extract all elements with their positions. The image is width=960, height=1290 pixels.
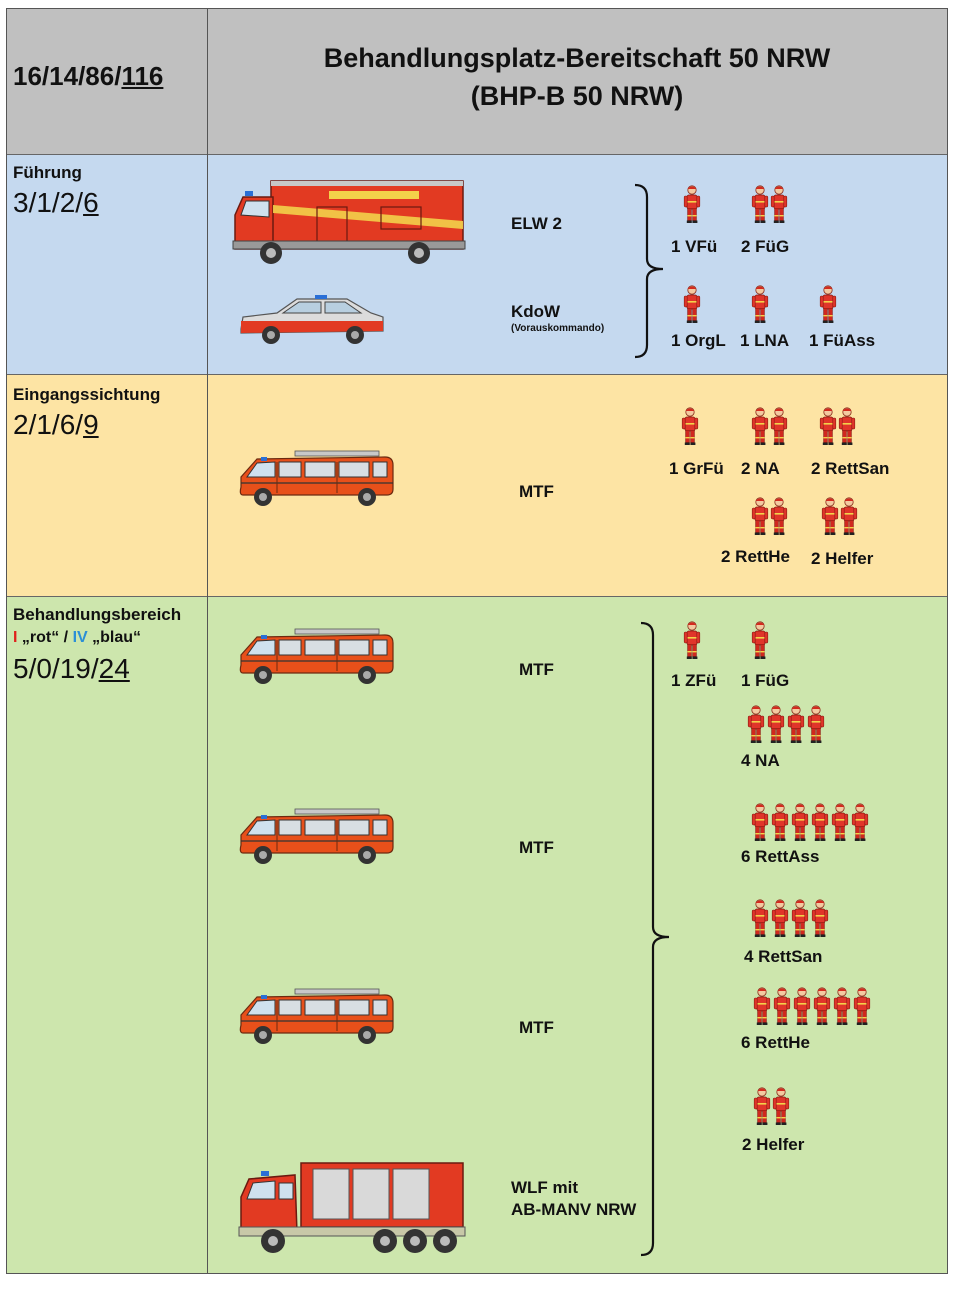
firefighter-icon xyxy=(751,621,769,661)
bhp-table: 16/14/86/116 Behandlungsplatz-Bereitscha… xyxy=(6,8,948,1274)
firefighter-icon xyxy=(751,185,789,225)
strength-code-total: 16/14/86/116 xyxy=(13,61,164,91)
vehicle-label-kdow: KdoW (Vorauskommando) xyxy=(511,302,605,334)
page-title: Behandlungsplatz-Bereitschaft 50 NRW (BH… xyxy=(323,43,831,111)
vehicle-label-elw: ELW 2 xyxy=(511,214,563,233)
section-title: Behandlungsbereich xyxy=(13,605,182,624)
personnel-label: 6 RettAss xyxy=(741,847,820,866)
firefighter-icon xyxy=(821,497,859,537)
bracket-icon xyxy=(637,621,677,1257)
firefighter-icon xyxy=(681,407,699,447)
firefighter-icon xyxy=(751,899,831,939)
firefighter-icon xyxy=(751,803,873,843)
section-strength-code: 5/0/19/24 xyxy=(13,653,130,684)
personnel-label: 2 Helfer xyxy=(811,549,874,568)
personnel-label: 4 NA xyxy=(741,751,780,770)
kdow-car-icon xyxy=(237,291,387,347)
firefighter-icon xyxy=(753,1087,791,1127)
vehicle-label-mtf: MTF xyxy=(519,482,554,501)
personnel-label: 1 FüAss xyxy=(809,331,876,350)
section-behandlungsbereich: Behandlungsbereich I „rot“ / IV „blau“ 5… xyxy=(7,597,947,1273)
firefighter-icon xyxy=(753,987,875,1027)
section-title: Eingangssichtung xyxy=(13,385,161,404)
mtf-van-icon xyxy=(235,449,397,509)
mtf-van-icon xyxy=(235,807,397,867)
vehicle-label-mtf: MTF xyxy=(519,660,554,679)
personnel-label: 4 RettSan xyxy=(744,947,823,966)
firefighter-icon xyxy=(751,285,769,325)
category-subtitle: I „rot“ / IV „blau“ xyxy=(13,629,142,646)
firefighter-icon xyxy=(751,497,789,537)
vehicle-label-mtf: MTF xyxy=(519,838,554,857)
firefighter-icon xyxy=(683,185,701,225)
personnel-label: 1 LNA xyxy=(740,331,790,350)
personnel-label: 1 OrgL xyxy=(671,331,726,350)
personnel-label: 2 RettHe xyxy=(721,547,790,566)
header-row: 16/14/86/116 Behandlungsplatz-Bereitscha… xyxy=(7,9,947,155)
column-divider xyxy=(207,9,208,1273)
personnel-label: 2 NA xyxy=(741,459,780,478)
personnel-label: 2 Helfer xyxy=(742,1135,805,1154)
personnel-label: 2 RettSan xyxy=(811,459,890,478)
firefighter-icon xyxy=(683,285,701,325)
elw-truck-icon xyxy=(231,177,467,267)
personnel-label: 1 ZFü xyxy=(671,671,717,690)
section-strength-code: 2/1/6/9 xyxy=(13,409,99,440)
personnel-label: 1 VFü xyxy=(671,237,718,256)
bracket-icon xyxy=(631,183,671,359)
mtf-van-icon xyxy=(235,627,397,687)
section-fuehrung: Führung 3/1/2/6 xyxy=(7,155,947,375)
vehicle-label-wlf: WLF mit AB-MANV NRW xyxy=(511,1178,637,1219)
personnel-label: 6 RettHe xyxy=(741,1033,810,1052)
firefighter-icon xyxy=(819,285,837,325)
vehicle-label-mtf: MTF xyxy=(519,1018,554,1037)
personnel-label: 2 FüG xyxy=(741,237,790,256)
section-strength-code: 3/1/2/6 xyxy=(13,187,99,218)
firefighter-icon xyxy=(819,407,857,447)
wlf-truck-icon xyxy=(235,1157,467,1257)
mtf-van-icon xyxy=(235,987,397,1047)
firefighter-icon xyxy=(747,705,827,745)
personnel-label: 1 FüG xyxy=(741,671,790,690)
personnel-label: 1 GrFü xyxy=(669,459,724,478)
section-eingangssichtung: Eingangssichtung 2/1/6/9 MTF 1 GrFü 2 NA… xyxy=(7,375,947,597)
section-title: Führung xyxy=(13,163,82,182)
firefighter-icon xyxy=(751,407,789,447)
firefighter-icon xyxy=(683,621,701,661)
